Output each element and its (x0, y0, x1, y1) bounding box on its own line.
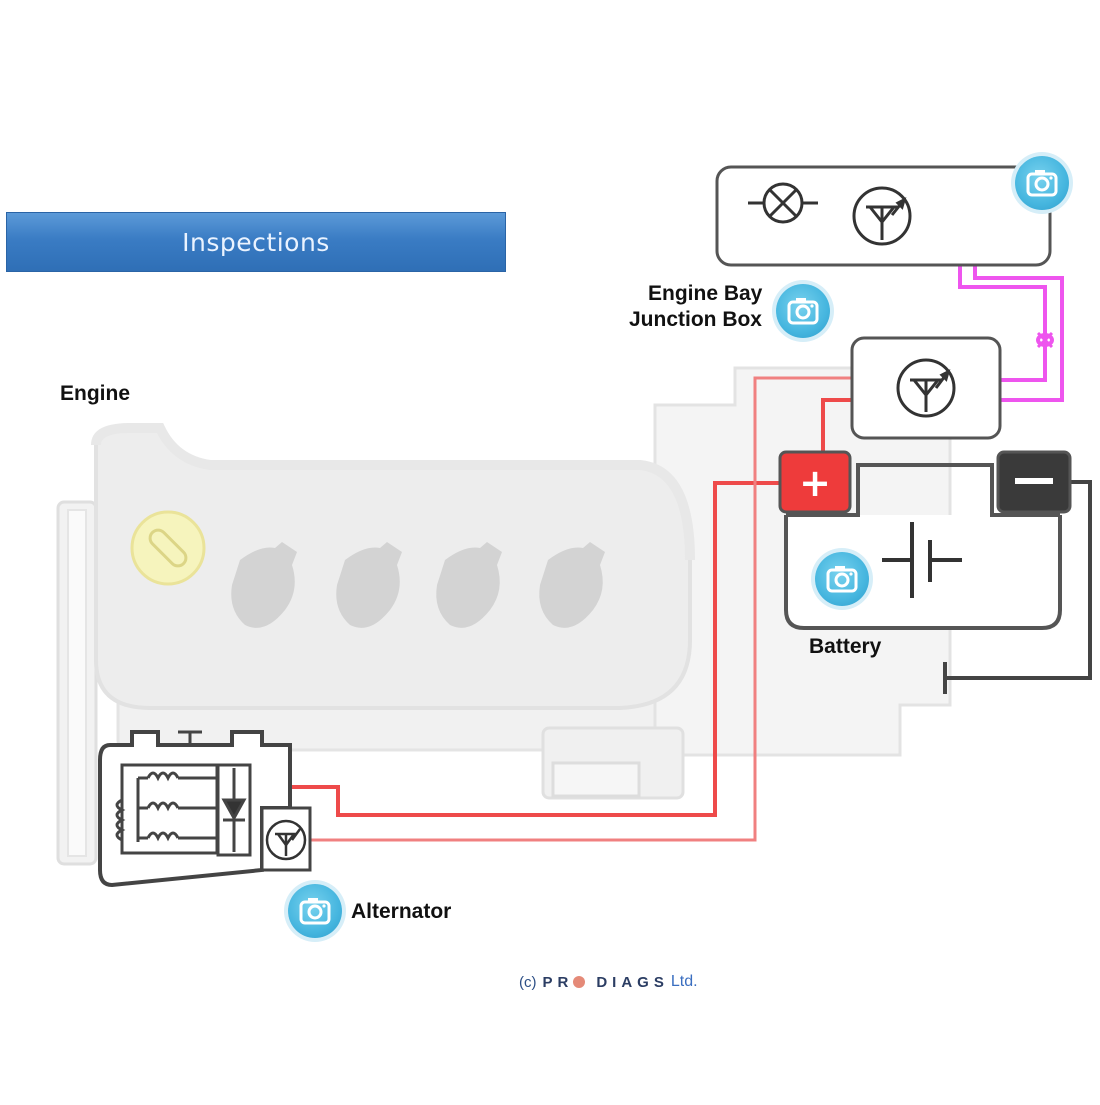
ground-wire (943, 480, 1092, 694)
battery-label: Battery (809, 635, 882, 658)
copyright-prefix: (c) (519, 973, 537, 991)
battery-cell-icon (882, 522, 962, 598)
brand-suffix: Ltd. (670, 973, 698, 990)
alternator-label: Alternator (351, 900, 452, 923)
junction-box-camera-button[interactable] (776, 284, 830, 338)
alternator-camera-button[interactable] (288, 884, 342, 938)
battery-positive-terminal (778, 450, 852, 514)
junction-box-label-line1: Engine Bay (648, 282, 763, 305)
regulator-transistor-icon (265, 819, 307, 861)
junction-box (850, 336, 1002, 440)
alternator (98, 730, 312, 888)
alternator-regulator-wire (310, 376, 852, 842)
lamp-icon (748, 182, 818, 224)
engine-label: Engine (60, 382, 131, 405)
power-wires (250, 376, 852, 842)
transistor-icon (896, 358, 956, 418)
junction-box-label-line2: Junction Box (628, 308, 762, 331)
brand-name-part2: DIAGS (596, 973, 669, 991)
positive-symbol: + (799, 461, 831, 505)
diode-icon (221, 768, 247, 852)
transistor-icon (852, 186, 912, 246)
camera-icon (299, 898, 331, 925)
alternator-to-battery-wire (250, 481, 782, 817)
battery-to-junction-wire (821, 398, 852, 455)
control-module-camera-button[interactable] (1015, 156, 1069, 210)
coil-icon (115, 771, 218, 842)
control-module (715, 165, 1052, 267)
signal-wires (958, 265, 1064, 402)
brand-logo-icon (573, 976, 586, 988)
camera-icon (826, 566, 858, 593)
camera-icon (1026, 170, 1058, 197)
camera-icon (787, 298, 819, 325)
copyright-footer: (c) PR DIAGS Ltd. (519, 973, 698, 991)
inspections-button[interactable]: Inspections (6, 212, 506, 272)
brand-name-part1: PR (542, 973, 574, 991)
battery-camera-button[interactable] (815, 552, 869, 606)
